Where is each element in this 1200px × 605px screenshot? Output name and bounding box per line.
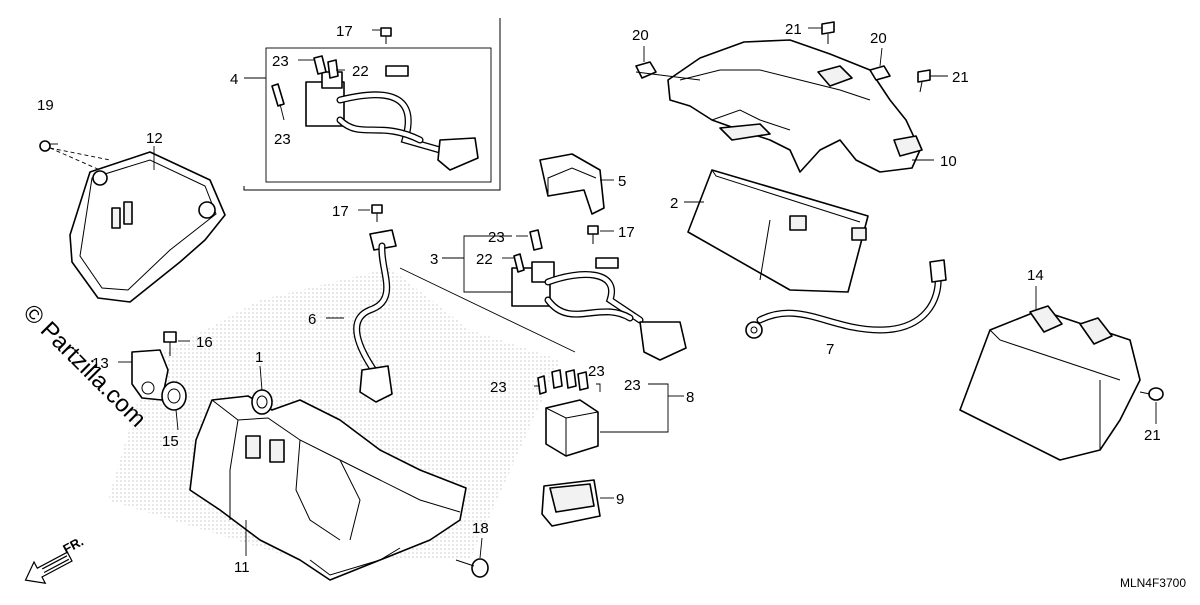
part-17-screw-top [380, 27, 392, 44]
callout-23-d: 23 [490, 379, 507, 396]
part-19-screw [39, 140, 111, 171]
callout-10: 10 [940, 153, 957, 170]
callout-4: 4 [230, 71, 238, 88]
part-15-grommet [161, 381, 187, 411]
part-20-clip-left [635, 61, 657, 79]
callout-2: 2 [670, 195, 678, 212]
part-18-bolt [455, 558, 489, 578]
part-5-cap [539, 153, 605, 215]
callout-9: 9 [616, 491, 624, 508]
part-8-relay [537, 369, 599, 457]
callout-21-b: 21 [952, 69, 969, 86]
callout-17-right: 17 [618, 224, 635, 241]
part-20-clip-right [869, 65, 891, 81]
callout-16: 16 [196, 334, 213, 351]
part-4-relay-harness [271, 55, 479, 171]
callout-6: 6 [308, 311, 316, 328]
part-17-screw-right [587, 225, 599, 244]
callout-3: 3 [430, 251, 438, 268]
part-1-grommet [251, 389, 273, 415]
callout-20-b: 20 [870, 30, 887, 47]
callout-17-top: 17 [336, 23, 353, 40]
callout-23-c: 23 [488, 229, 505, 246]
callout-7: 7 [826, 341, 834, 358]
part-21-clip-right [1139, 387, 1164, 401]
callout-1: 1 [255, 349, 263, 366]
diagram-code: MLN4F3700 [1119, 576, 1186, 590]
part-16-bolt [163, 331, 177, 356]
part-13-bracket [131, 349, 169, 401]
callout-14: 14 [1027, 267, 1044, 284]
leader-lines [50, 27, 1157, 559]
callout-23-f: 23 [624, 377, 641, 394]
watermark: © Partzilla.com [18, 300, 151, 433]
watermark-text: © Partzilla.com [18, 300, 151, 433]
part-12-cover [69, 151, 226, 303]
callout-22-b: 22 [476, 251, 493, 268]
callout-19: 19 [37, 97, 54, 114]
callout-20-a: 20 [632, 27, 649, 44]
assembly-4-inner-box [265, 47, 492, 183]
callout-12: 12 [146, 130, 163, 147]
part-14-unit-box [959, 305, 1141, 461]
part-21-clip-top [821, 21, 835, 44]
part-3-relay-harness [511, 229, 687, 361]
callout-23-b: 23 [274, 131, 291, 148]
part-9-rubber-cover [541, 479, 601, 527]
callout-17-mid: 17 [332, 203, 349, 220]
callout-23-a: 23 [272, 53, 289, 70]
callout-numbers: 19 12 17 4 23 22 23 17 3 23 22 17 5 6 1 … [37, 21, 1161, 576]
part-21-clip-mid [917, 69, 931, 93]
part-2-battery [687, 169, 869, 293]
leader-6-to-8 [399, 267, 576, 353]
assembly-4-frame [243, 18, 501, 191]
callout-22-a: 22 [352, 63, 369, 80]
part-6-battery-cable [353, 229, 397, 403]
callout-8: 8 [686, 389, 694, 406]
callout-5: 5 [618, 173, 626, 190]
part-10-upper-bracket [667, 39, 923, 173]
front-direction-arrow: FR. [24, 534, 86, 584]
callout-15: 15 [162, 433, 179, 450]
part-17-screw-mid [371, 204, 383, 222]
part-7-cable [745, 259, 947, 339]
callout-11: 11 [234, 559, 250, 576]
callout-13: 13 [92, 355, 109, 372]
callout-21-a: 21 [785, 21, 802, 38]
callout-21-c: 21 [1144, 427, 1161, 444]
callout-23-e: 23 [588, 363, 605, 380]
callout-18: 18 [472, 520, 489, 537]
